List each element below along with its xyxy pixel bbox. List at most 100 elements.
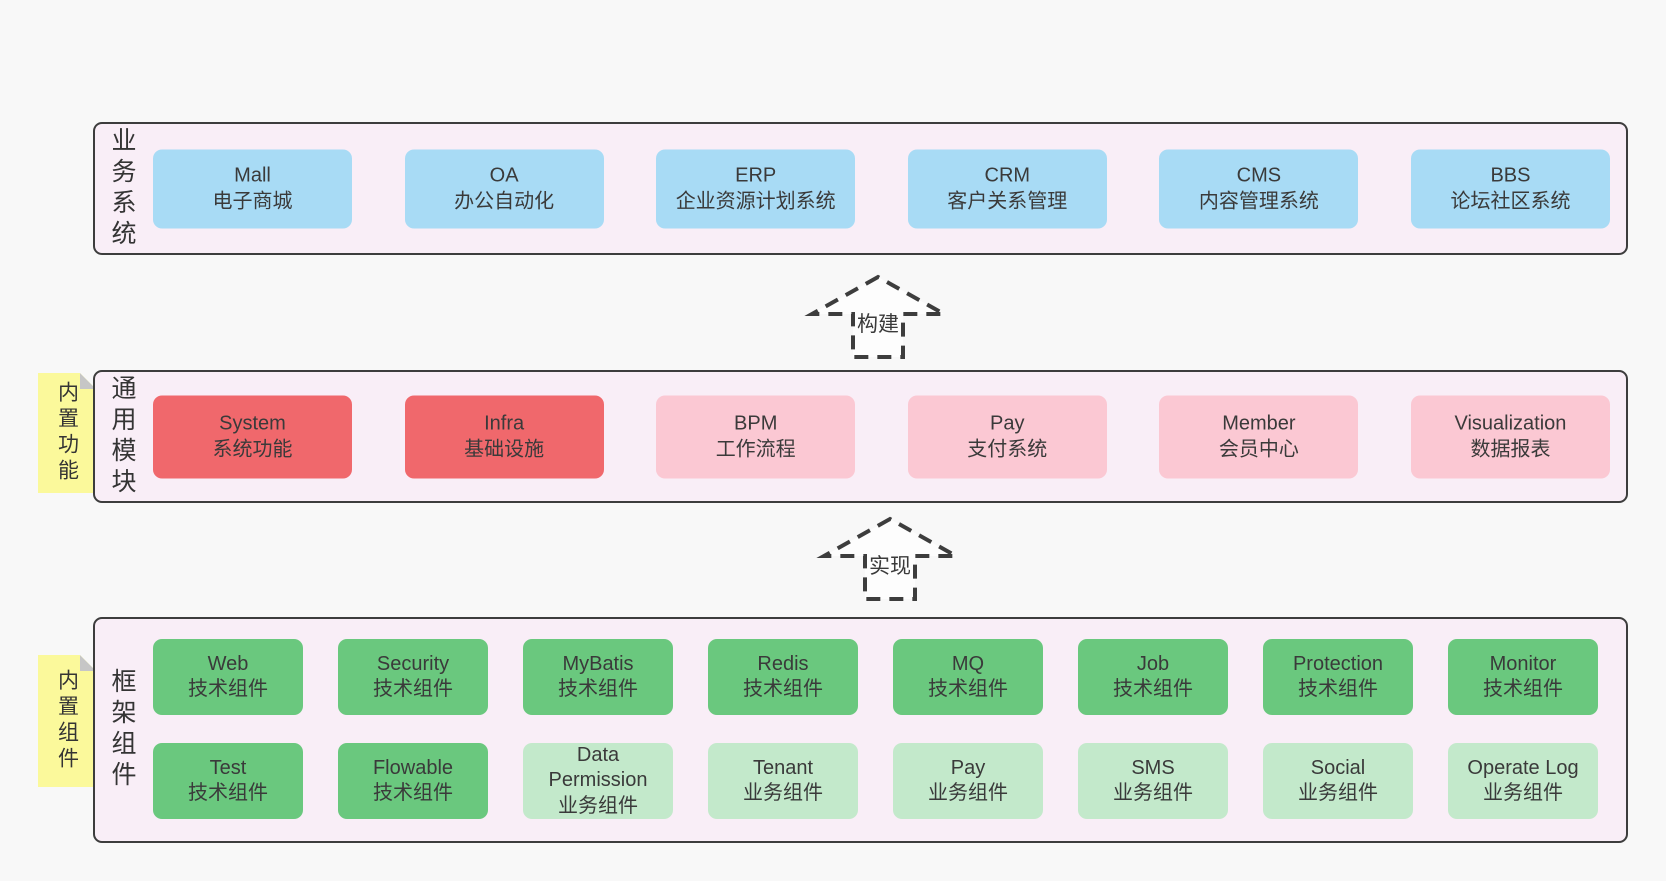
box-social: Social 业务组件 [1263, 743, 1413, 819]
sticky-label: 内置功能 [55, 381, 79, 485]
box-system: System 系统功能 [153, 395, 352, 478]
box-subtitle: 电子商城 [212, 190, 293, 213]
box-title: MyBatis [562, 652, 634, 675]
box-oa: OA 办公自动化 [404, 149, 604, 228]
box-visualization: Visualization 数据报表 [1410, 395, 1610, 478]
box-sms: SMS 业务组件 [1078, 743, 1228, 819]
box-subtitle: 业务组件 [1483, 782, 1563, 804]
box-title: Pay [990, 412, 1025, 435]
box-title: Flowable [372, 756, 454, 779]
box-infra: Infra 基础设施 [404, 395, 604, 478]
box-test: Test 技术组件 [153, 743, 303, 819]
box-title: Member [1222, 412, 1296, 435]
box-subtitle: 数据报表 [1470, 438, 1551, 461]
up-arrow-icon: 构建 [804, 274, 952, 359]
box-subtitle: 系统功能 [212, 438, 293, 461]
box-subtitle: 办公自动化 [454, 190, 555, 213]
box-subtitle: 支付系统 [967, 438, 1048, 461]
box-title: BBS [1490, 164, 1531, 187]
box-title: Mall [234, 164, 271, 187]
box-title: CMS [1236, 164, 1282, 187]
box-rows: Web 技术组件 Security 技术组件 MyBatis 技术组件 Redi… [153, 639, 1598, 819]
box-tenant: Tenant 业务组件 [708, 743, 858, 819]
box-monitor: Monitor 技术组件 [1448, 639, 1598, 715]
box-mybatis: MyBatis 技术组件 [523, 639, 673, 715]
box-crm: CRM 客户关系管理 [907, 149, 1107, 228]
arrow-label: 实现 [869, 555, 911, 578]
box-subtitle: 业务组件 [1298, 782, 1378, 804]
box-subtitle: 技术组件 [188, 782, 268, 804]
sticky-built-in-components: 内置组件 [38, 655, 96, 787]
box-security: Security 技术组件 [338, 639, 488, 715]
sticky-built-in-features: 内置功能 [38, 373, 96, 493]
up-arrow-icon: 实现 [816, 516, 964, 601]
box-title: Pay [950, 756, 986, 779]
box-title: Operate Log [1467, 756, 1579, 779]
box-subtitle: 业务组件 [743, 782, 823, 804]
box-subtitle: 技术组件 [558, 678, 638, 700]
box-title: Visualization [1454, 412, 1567, 435]
box-row: System 系统功能 Infra 基础设施 BPM 工作流程 Pay 支付系统… [153, 395, 1610, 478]
arrow-implement: 实现 [816, 516, 964, 602]
box-web: Web 技术组件 [153, 639, 303, 715]
box-row: Web 技术组件 Security 技术组件 MyBatis 技术组件 Redi… [153, 639, 1598, 715]
box-bbs: BBS 论坛社区系统 [1410, 149, 1610, 228]
band-business-systems: 业务系统 Mall 电子商城 OA 办公自动化 ERP 企业资源计划系统 CRM… [93, 122, 1628, 255]
box-title: OA [489, 164, 519, 187]
box-row: Test 技术组件 Flowable 技术组件 Data Permission … [153, 743, 1598, 819]
box-subtitle: 基础设施 [464, 438, 545, 461]
box-mall: Mall 电子商城 [153, 149, 352, 228]
band-label: 通用模块 [108, 374, 136, 499]
box-row: Mall 电子商城 OA 办公自动化 ERP 企业资源计划系统 CRM 客户关系… [153, 149, 1610, 228]
box-title: Test [209, 756, 247, 779]
box-title: ERP [735, 164, 777, 187]
box-data-permission: Data Permission 业务组件 [523, 743, 673, 819]
box-subtitle: 论坛社区系统 [1450, 190, 1571, 213]
box-bpm: BPM 工作流程 [656, 395, 856, 478]
box-title: Infra [484, 412, 525, 435]
box-title: CRM [984, 164, 1031, 187]
arrow-label: 构建 [857, 313, 899, 336]
box-protection: Protection 技术组件 [1263, 639, 1413, 715]
box-title: Redis [757, 652, 809, 675]
box-mq: MQ 技术组件 [893, 639, 1043, 715]
box-subtitle: 业务组件 [928, 782, 1008, 804]
sticky-label: 内置组件 [55, 669, 79, 773]
box-subtitle: 技术组件 [928, 678, 1008, 700]
box-subtitle: 业务组件 [558, 794, 638, 817]
box-subtitle: 会员中心 [1218, 438, 1299, 461]
box-pay: Pay 支付系统 [907, 395, 1107, 478]
box-subtitle: 技术组件 [1113, 678, 1193, 700]
box-title: Data Permission [548, 744, 648, 792]
band-common-modules: 通用模块 System 系统功能 Infra 基础设施 BPM 工作流程 Pay… [93, 370, 1628, 503]
box-erp: ERP 企业资源计划系统 [656, 149, 856, 228]
box-title: Security [376, 652, 450, 675]
box-subtitle: 技术组件 [1483, 678, 1563, 700]
band-label: 框架组件 [108, 668, 136, 792]
band-framework-components: 框架组件 Web 技术组件 Security 技术组件 MyBatis 技术组件… [93, 617, 1628, 843]
box-operate-log: Operate Log 业务组件 [1448, 743, 1598, 819]
box-subtitle: 技术组件 [373, 678, 453, 700]
box-subtitle: 工作流程 [715, 438, 796, 461]
box-title: BPM [734, 412, 778, 435]
box-subtitle: 企业资源计划系统 [675, 190, 836, 213]
box-redis: Redis 技术组件 [708, 639, 858, 715]
box-title: Protection [1292, 652, 1384, 675]
arrow-build: 构建 [804, 274, 952, 360]
box-title: Web [207, 652, 249, 675]
box-title: Job [1136, 652, 1170, 675]
box-subtitle: 技术组件 [188, 678, 268, 700]
box-title: System [219, 412, 286, 435]
box-title: MQ [951, 652, 985, 675]
box-pay-business: Pay 业务组件 [893, 743, 1043, 819]
box-subtitle: 客户关系管理 [947, 190, 1068, 213]
box-job: Job 技术组件 [1078, 639, 1228, 715]
box-member: Member 会员中心 [1159, 395, 1359, 478]
box-subtitle: 技术组件 [743, 678, 823, 700]
box-title: Tenant [752, 756, 814, 779]
box-cms: CMS 内容管理系统 [1159, 149, 1359, 228]
box-subtitle: 内容管理系统 [1198, 190, 1319, 213]
box-subtitle: 技术组件 [373, 782, 453, 804]
box-title: Monitor [1489, 652, 1557, 675]
box-title: Social [1310, 756, 1366, 779]
